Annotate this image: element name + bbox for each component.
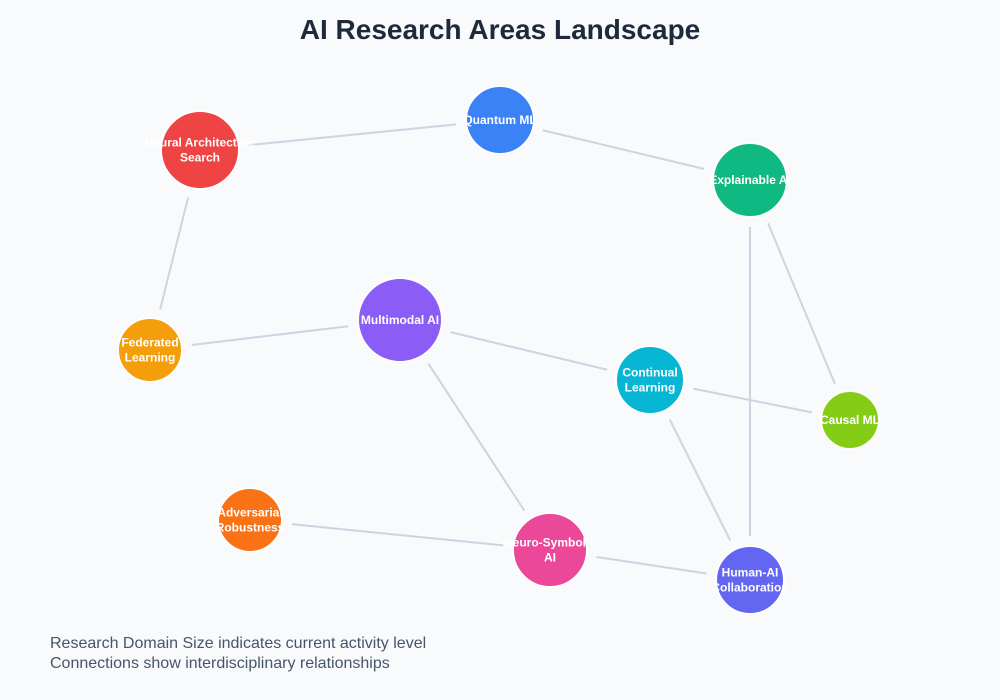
edge-fl-mm (191, 325, 349, 346)
diagram-title: AI Research Areas Landscape (299, 14, 701, 45)
node-label: Learning (125, 351, 176, 365)
edge-ns-hai (596, 555, 707, 575)
edge-qml-xai (542, 129, 705, 171)
node-label: Collaboration (711, 581, 788, 595)
edge-mm-cl (450, 331, 608, 371)
node-label: Multimodal AI (361, 313, 439, 327)
edge-cl-cml (692, 387, 812, 414)
edge-nas-fl (159, 197, 190, 310)
node-circle[interactable] (465, 85, 535, 155)
node-circle[interactable] (512, 512, 588, 588)
legend-note-connections: Connections show interdisciplinary relat… (50, 655, 390, 672)
node-label: Quantum ML (463, 113, 536, 127)
node-label: Continual (622, 366, 677, 380)
edge-nas-qml (248, 123, 457, 147)
node-label: Adversarial (217, 506, 282, 520)
node-circle[interactable] (117, 317, 183, 383)
node-label: Explainable AI (709, 173, 791, 187)
node-label: Robustness (216, 521, 285, 535)
node-qml[interactable]: Quantum ML (463, 85, 537, 155)
edge-mm-ns (427, 363, 526, 512)
node-cml[interactable]: Causal ML (820, 390, 880, 450)
node-circle[interactable] (712, 142, 788, 218)
node-label: AI (544, 551, 556, 565)
edge-cl-hai (668, 418, 732, 542)
node-label: Human-AI (722, 566, 779, 580)
node-circle[interactable] (357, 277, 443, 363)
node-circle[interactable] (615, 345, 685, 415)
node-label: Federated (121, 336, 178, 350)
node-label: Causal ML (820, 413, 880, 427)
node-label: Neural Architecture (145, 136, 256, 150)
node-label: Search (180, 151, 220, 165)
node-label: Neuro-Symbolic (504, 536, 596, 550)
node-xai[interactable]: Explainable AI (709, 142, 791, 218)
node-mm[interactable]: Multimodal AI (357, 277, 443, 363)
node-circle[interactable] (217, 487, 283, 553)
node-circle[interactable] (820, 390, 880, 450)
edge-adv-ns (291, 523, 504, 547)
node-circle[interactable] (160, 110, 240, 190)
edge-xai-cml (767, 222, 836, 385)
legend-note-size: Research Domain Size indicates current a… (50, 635, 427, 652)
node-label: Learning (625, 381, 676, 395)
node-circle[interactable] (715, 545, 785, 615)
